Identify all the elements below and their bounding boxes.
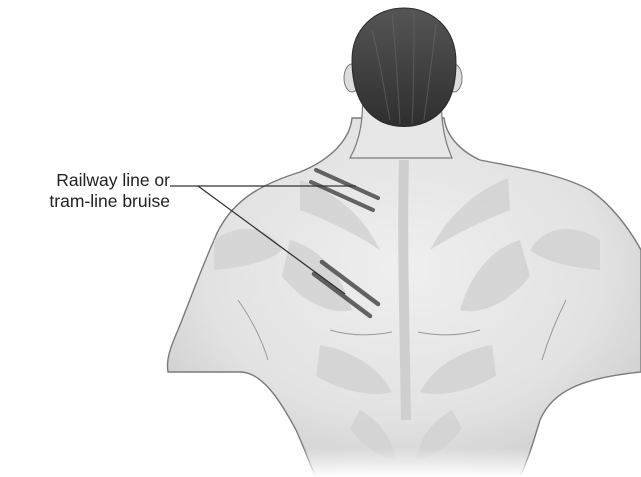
label-line-2: tram-line bruise xyxy=(10,191,170,212)
bruise-annotation-label: Railway line or tram-line bruise xyxy=(10,170,170,212)
label-line-1: Railway line or xyxy=(10,170,170,191)
head-hair xyxy=(352,8,456,127)
